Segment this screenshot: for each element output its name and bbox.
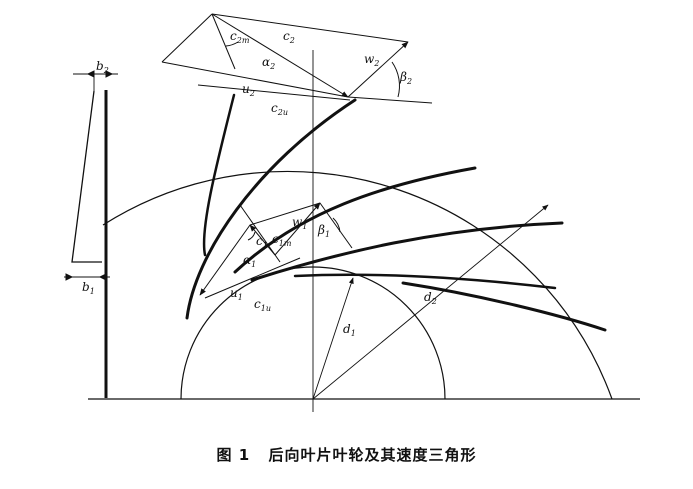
blade-3 bbox=[233, 166, 477, 274]
diagram-labels: b2 b1 c2 w2 β2 α2 c2m u2 c2u w1 β1 c1 c1… bbox=[82, 29, 437, 338]
impeller-circles bbox=[102, 170, 613, 400]
alpha2-arc bbox=[225, 41, 239, 47]
c1u-dimension bbox=[204, 257, 301, 299]
label-c2u: c2u bbox=[271, 101, 288, 117]
beta2-arc bbox=[391, 61, 400, 98]
label-c2m: c2m bbox=[230, 29, 250, 45]
vector-u2 bbox=[161, 13, 213, 63]
label-c2: c2 bbox=[283, 29, 295, 45]
vector-w1 bbox=[274, 202, 321, 256]
line-top bbox=[211, 13, 409, 43]
label-d2: d2 bbox=[424, 290, 437, 306]
b1-arrow-left bbox=[65, 273, 74, 281]
label-c1u: c1u bbox=[254, 297, 271, 313]
vector-w2 bbox=[347, 41, 409, 98]
inlet-guide-line bbox=[239, 204, 281, 263]
label-alpha1: α1 bbox=[243, 253, 256, 269]
figure-number: 图 1 bbox=[216, 446, 251, 464]
label-beta2: β2 bbox=[399, 70, 412, 86]
blade-5 bbox=[293, 273, 557, 290]
blade-2 bbox=[185, 98, 357, 320]
figure-title: 后向叶片叶轮及其速度三角形 bbox=[268, 446, 477, 464]
inlet-circle-d1 bbox=[180, 266, 446, 400]
blades bbox=[185, 93, 607, 332]
diameter-lines bbox=[312, 204, 549, 400]
label-b2: b2 bbox=[96, 59, 109, 75]
label-b1: b1 bbox=[82, 280, 95, 296]
c2u-dimension bbox=[197, 84, 351, 101]
side-section-view bbox=[64, 70, 118, 398]
outlet-velocity-triangle bbox=[161, 13, 433, 104]
vector-c2 bbox=[211, 13, 349, 98]
vector-c1m bbox=[249, 202, 321, 226]
blade-6 bbox=[401, 281, 607, 332]
label-beta1: β1 bbox=[317, 223, 330, 239]
blade-4 bbox=[250, 221, 564, 282]
beta1-arc bbox=[332, 217, 341, 233]
outlet-circle-d2 bbox=[102, 170, 613, 400]
label-c1: c1 bbox=[256, 234, 268, 250]
vector-u1 bbox=[199, 224, 251, 296]
base-axis bbox=[88, 50, 640, 412]
line-u2-base bbox=[161, 61, 349, 98]
d1-line bbox=[312, 277, 354, 400]
vector-c1 bbox=[249, 224, 276, 256]
label-w2: w2 bbox=[364, 52, 379, 68]
blade-1 bbox=[202, 93, 236, 257]
beta1-reference-line bbox=[319, 202, 353, 249]
beta2-reference-line bbox=[347, 96, 433, 104]
alpha1-arc bbox=[247, 231, 256, 241]
d2-line bbox=[312, 204, 549, 400]
label-c1m: c1m bbox=[272, 232, 292, 248]
vector-c2m bbox=[211, 13, 236, 70]
b1-arrow-right bbox=[98, 273, 107, 281]
label-u1: u1 bbox=[230, 286, 243, 302]
label-alpha2: α2 bbox=[262, 55, 275, 71]
b2-arrow-right bbox=[105, 70, 114, 78]
b2-arrow-left bbox=[86, 70, 95, 78]
inlet-velocity-triangle bbox=[199, 202, 353, 299]
label-d1: d1 bbox=[343, 322, 356, 338]
label-w1: w1 bbox=[292, 215, 307, 231]
shroud-profile-line bbox=[71, 90, 102, 263]
label-u2: u2 bbox=[242, 82, 255, 98]
figure-caption: 图 1 后向叶片叶轮及其速度三角形 bbox=[0, 444, 693, 465]
